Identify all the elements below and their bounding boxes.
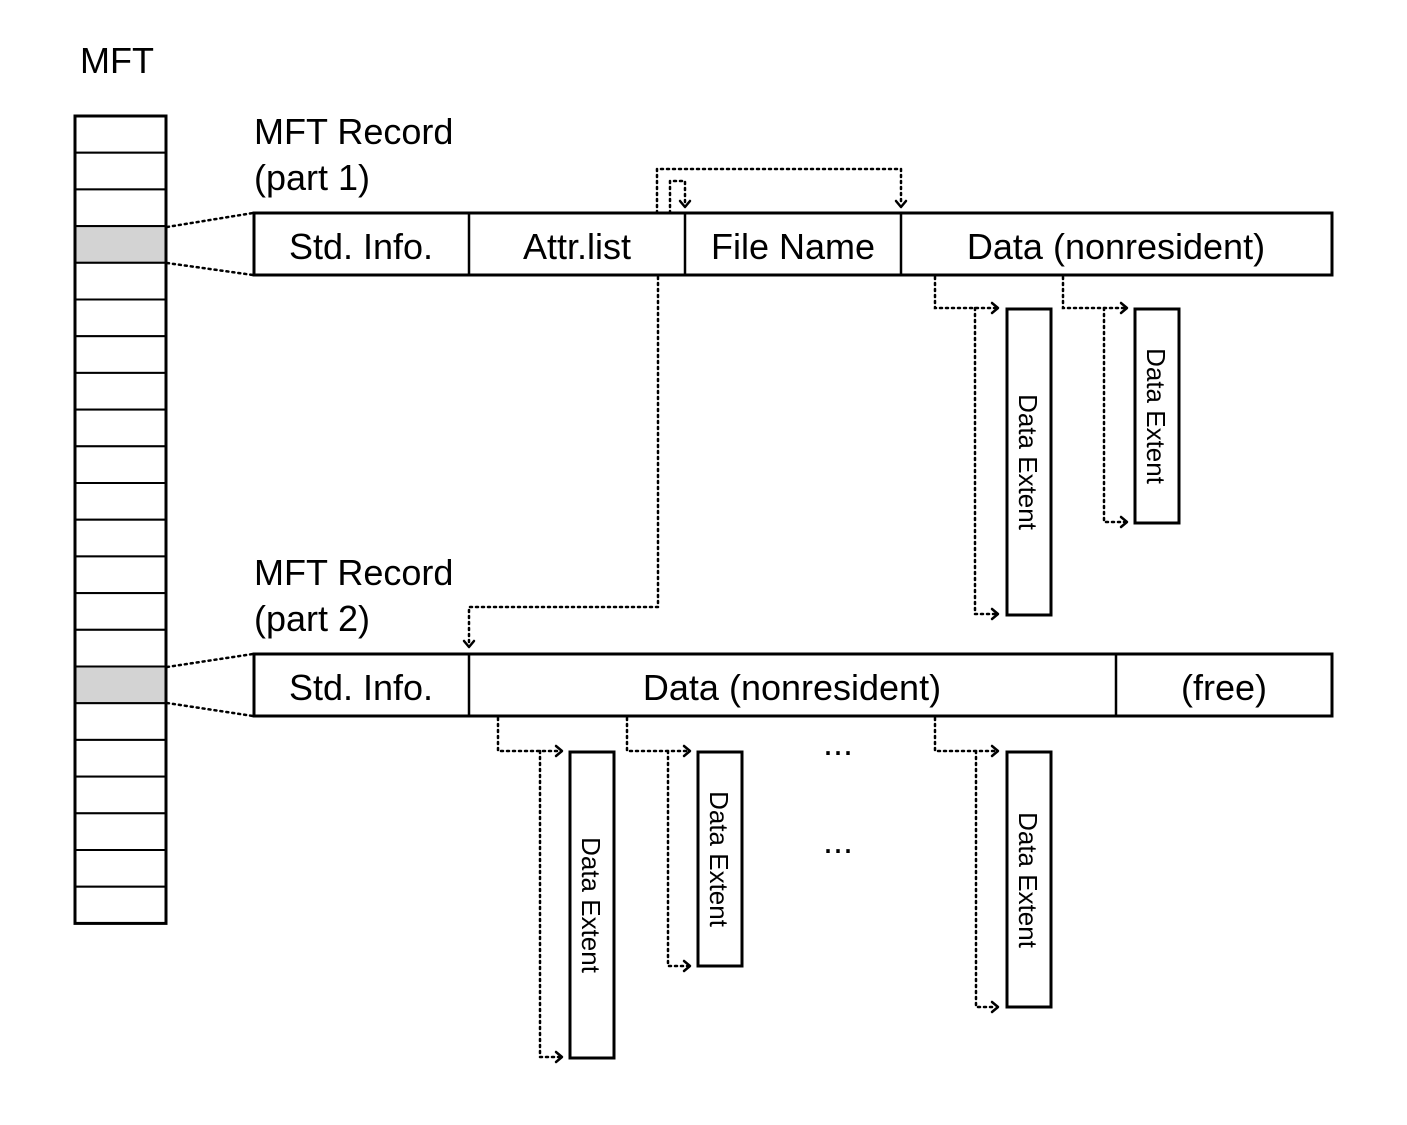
record1-cell-std-info: Std. Info. xyxy=(289,226,433,267)
record2-run2-start-connector xyxy=(625,716,690,753)
arrow-head xyxy=(554,744,564,758)
record2-run1-start-connector xyxy=(496,716,562,753)
mft-entry xyxy=(74,775,167,815)
attrlist-to-filename-connector xyxy=(668,179,687,215)
data-extent-box xyxy=(1005,750,1053,1009)
record2-cell-std-info: Std. Info. xyxy=(289,667,433,708)
mft-to-record2-top-connector xyxy=(165,652,255,669)
arrow-head xyxy=(682,959,692,973)
mft-entry xyxy=(74,408,167,448)
mft-entry xyxy=(74,445,167,484)
arrow-head xyxy=(990,607,1000,621)
mft-entry xyxy=(74,115,167,154)
mft-entry xyxy=(74,371,167,411)
arrow-head xyxy=(1119,515,1129,529)
mft-entry xyxy=(74,261,167,301)
ellipsis-top: ... xyxy=(823,722,853,763)
data-extent-box xyxy=(1005,307,1053,617)
mft-entry xyxy=(74,518,167,558)
mft-entry xyxy=(74,335,167,374)
arrow-to-filename-head xyxy=(678,199,692,209)
mft-entry xyxy=(74,628,167,668)
data-extent-label: Data Extent xyxy=(1141,348,1171,485)
ellipsis-middle: ... xyxy=(823,820,853,861)
record1-cell-data-nonresident: Data (nonresident) xyxy=(967,226,1265,267)
mft-table-outline xyxy=(73,114,168,925)
arrow-head xyxy=(990,1000,1000,1014)
mft-to-record1-top-connector xyxy=(165,211,255,229)
record1-cell-file-name: File Name xyxy=(711,226,875,267)
record2-run3-end-connector xyxy=(974,749,998,1009)
record1-run2-end-connector xyxy=(1102,306,1127,524)
record1-title-line2: (part 1) xyxy=(254,157,370,198)
data-extent-box xyxy=(568,750,616,1060)
mft-entry xyxy=(74,702,167,741)
data-extent-label: Data Extent xyxy=(576,837,606,974)
mft-entry xyxy=(74,592,167,631)
mft-record-part2: Std. Info. Data (nonresident) (free) xyxy=(252,652,1334,718)
data-extent-label: Data Extent xyxy=(1013,812,1043,949)
mft-entry xyxy=(74,885,167,925)
record2-run1-end-connector xyxy=(538,749,562,1059)
data-extent-label: Data Extent xyxy=(704,791,734,928)
mft-entry xyxy=(74,188,167,228)
mft-entry xyxy=(74,555,167,595)
mft-record-part1: Std. Info. Attr.list File Name Data (non… xyxy=(252,211,1334,277)
data-extent-label: Data Extent xyxy=(1013,394,1043,531)
mft-entry xyxy=(74,812,167,851)
arrow-head xyxy=(554,1050,564,1064)
record2-run2-end-connector xyxy=(666,749,690,968)
record2-title-line1: MFT Record xyxy=(254,552,453,593)
mft-table xyxy=(73,114,168,925)
arrow-to-record2-head xyxy=(462,639,476,649)
mft-entry xyxy=(74,151,167,191)
mft-entry-highlighted xyxy=(74,665,167,705)
record2-cell-data-nonresident: Data (nonresident) xyxy=(643,667,941,708)
data-extent-box xyxy=(1133,307,1181,525)
mft-title: MFT xyxy=(80,40,154,81)
mft-entry xyxy=(74,482,167,521)
data-extent-box xyxy=(696,750,744,968)
arrow-head xyxy=(682,744,692,758)
record2-run3-start-connector xyxy=(933,716,998,753)
record1-run2-start-connector xyxy=(1061,275,1127,310)
attrlist-to-data-connector xyxy=(655,167,903,215)
mft-entry-highlighted xyxy=(74,225,167,264)
record1-cell-attr-list: Attr.list xyxy=(523,226,631,267)
mft-to-record1-bottom-connector xyxy=(165,261,255,277)
record1-run1-start-connector xyxy=(933,275,998,310)
record2-title-line2: (part 2) xyxy=(254,598,370,639)
record2-cell-free: (free) xyxy=(1181,667,1267,708)
arrow-to-data-head xyxy=(894,199,908,209)
mft-to-record2-bottom-connector xyxy=(165,701,255,718)
arrow-head xyxy=(1119,301,1129,315)
arrow-head xyxy=(990,301,1000,315)
arrow-head xyxy=(990,744,1000,758)
mft-entry xyxy=(74,298,167,338)
record1-title-line1: MFT Record xyxy=(254,111,453,152)
mft-entry xyxy=(74,849,167,888)
mft-entry xyxy=(74,738,167,778)
attrlist-to-record2-connector xyxy=(467,275,660,647)
record1-run1-end-connector xyxy=(973,306,998,616)
